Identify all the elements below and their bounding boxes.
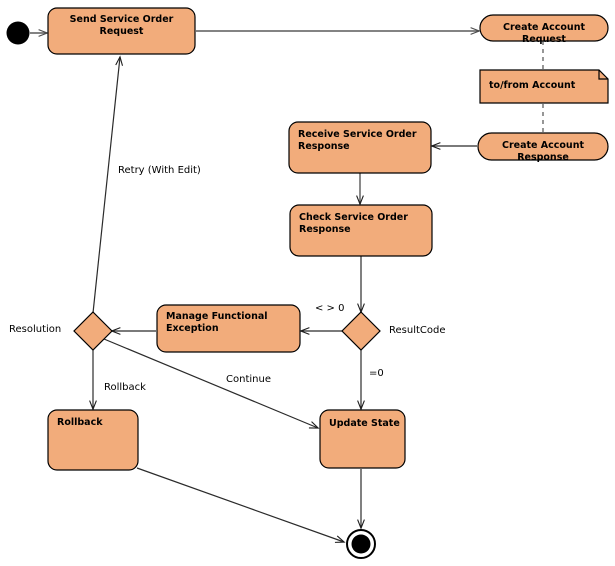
edge-rollback-to-final <box>136 467 344 542</box>
edge-resolution-to-update-state-continue <box>103 338 318 428</box>
node-update-state[interactable] <box>319 409 406 469</box>
node-receive-service-order-response[interactable] <box>288 121 432 174</box>
final-node-core <box>351 534 371 554</box>
node-resolution-decision[interactable] <box>73 311 113 351</box>
node-note-to-from-account[interactable] <box>479 69 609 104</box>
node-send-service-order-request[interactable] <box>47 7 196 55</box>
edges-group <box>30 31 544 542</box>
edge-label-equal-zero: =0 <box>369 368 384 379</box>
note-fold-icon <box>598 70 608 80</box>
label-note-to-from-account: to/from Account <box>489 80 576 91</box>
node-rollback[interactable] <box>47 409 139 471</box>
initial-node[interactable] <box>6 21 30 45</box>
node-resultcode-decision[interactable] <box>341 311 381 351</box>
edge-resolution-to-send-request-retry <box>92 57 120 314</box>
node-create-account-response[interactable] <box>477 132 609 161</box>
edge-label-not-equal-zero: < > 0 <box>315 303 345 314</box>
node-manage-functional-exception[interactable] <box>156 304 301 353</box>
node-create-account-request[interactable] <box>479 14 609 42</box>
edge-label-retry-with-edit: Retry (With Edit) <box>118 165 201 176</box>
node-check-service-order-response[interactable] <box>289 204 433 257</box>
edge-label-result-code: ResultCode <box>389 325 446 336</box>
edge-label-resolution: Resolution <box>9 324 62 335</box>
nodes-group <box>6 7 609 559</box>
edge-label-continue: Continue <box>226 374 271 385</box>
edge-label-rollback: Rollback <box>104 382 146 393</box>
